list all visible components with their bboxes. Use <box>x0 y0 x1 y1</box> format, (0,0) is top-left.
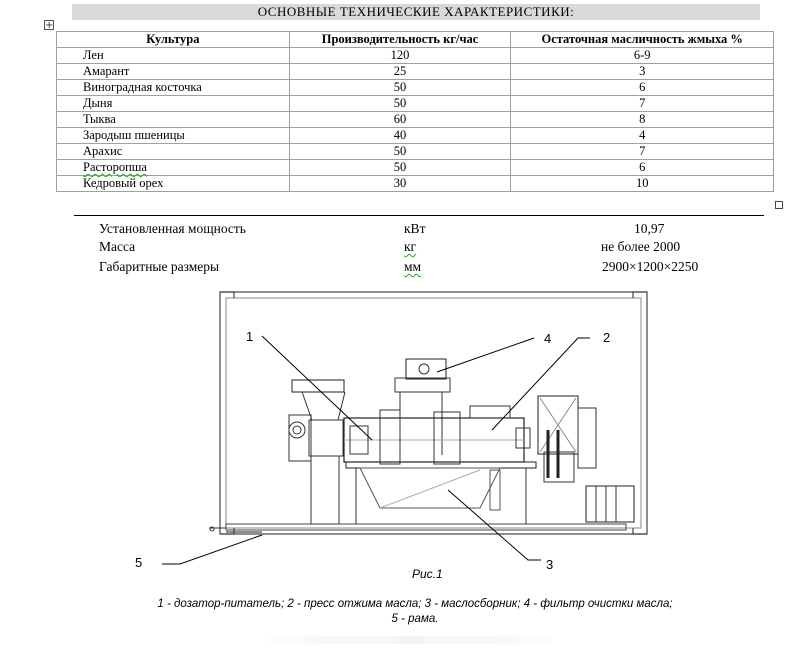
table-row: Кедровый орех 30 10 <box>56 175 774 192</box>
separator-line <box>74 215 764 216</box>
legend-line-2: 5 - рама. <box>391 613 439 625</box>
figure-legend: 1 - дозатор-питатель; 2 - пресс отжима м… <box>90 597 740 627</box>
faded-footer-text <box>270 636 550 644</box>
culture-cell: Кедровый орех <box>56 175 290 192</box>
param-mass-unit: кг <box>404 239 417 254</box>
residual-oil-cell: 10 <box>510 175 774 192</box>
table-header-row: Культура Производительность кг/час Остат… <box>56 31 774 48</box>
callout-2: 2 <box>603 330 610 345</box>
table-row: Зародыш пшеницы 40 4 <box>56 127 774 144</box>
param-mass-label: Масса <box>99 239 136 254</box>
param-mass-value: не более 2000 <box>601 239 681 254</box>
leader-line-1 <box>261 335 373 441</box>
table-row: Арахис 50 7 <box>56 143 774 160</box>
table-row: Тыква 60 8 <box>56 111 774 128</box>
param-dimensions-label: Габаритные размеры <box>99 259 220 274</box>
table-row: Виноградная косточка 50 6 <box>56 79 774 96</box>
param-power-label: Установленная мощность <box>99 221 246 236</box>
header-residual-oil: Остаточная масличность жмыха % <box>510 31 774 48</box>
leader-line-5 <box>162 534 263 565</box>
param-dimensions-unit: мм <box>404 259 422 274</box>
culture-cell: Амарант <box>56 63 290 80</box>
param-power-value: 10,97 <box>634 221 665 236</box>
callout-1: 1 <box>246 329 253 344</box>
leader-line-4 <box>436 337 535 373</box>
culture-cell: Расторопша <box>56 159 290 176</box>
table-resize-handle[interactable] <box>775 201 783 209</box>
param-power-unit: кВт <box>404 221 426 236</box>
culture-cell: Зародыш пшеницы <box>56 127 290 144</box>
legend-line-1: 1 - дозатор-питатель; 2 - пресс отжима м… <box>157 598 673 610</box>
callout-4: 4 <box>544 331 551 346</box>
specs-table: Культура Производительность кг/час Остат… <box>56 31 774 192</box>
callout-3: 3 <box>546 557 553 572</box>
table-row: Амарант 25 3 <box>56 63 774 80</box>
leader-line-3 <box>447 489 541 561</box>
header-productivity: Производительность кг/час <box>288 31 512 48</box>
productivity-cell: 30 <box>288 175 512 192</box>
table-row: Дыня 50 7 <box>56 95 774 112</box>
leader-line-2 <box>491 337 590 431</box>
callout-5: 5 <box>135 555 142 570</box>
section-title: ОСНОВНЫЕ ТЕХНИЧЕСКИЕ ХАРАКТЕРИСТИКИ: <box>72 4 760 20</box>
table-move-handle-icon[interactable]: + <box>44 20 54 31</box>
param-dimensions-value: 2900×1200×2250 <box>602 259 699 274</box>
figure-caption: Рис.1 <box>412 567 443 581</box>
